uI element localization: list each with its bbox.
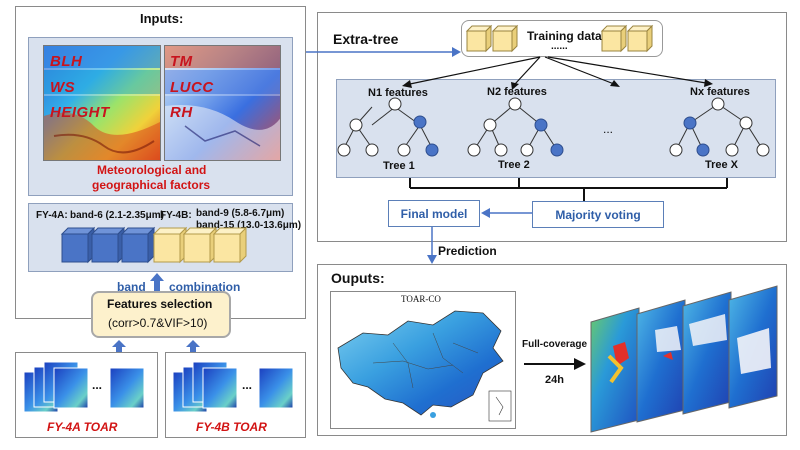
features-selection-title: Features selection	[107, 297, 213, 311]
tree-2	[467, 97, 564, 157]
map-label-tm: TM	[170, 53, 193, 70]
tree-1	[337, 97, 439, 157]
tree-label-1: Tree 1	[383, 160, 415, 172]
map-stack-left	[43, 45, 161, 161]
fy4b-band1: band-9 (5.8-6.7μm)	[196, 208, 285, 219]
outputs-title: Ouputs:	[331, 270, 385, 286]
full-coverage-arrow	[524, 358, 586, 370]
features-selection-box	[91, 291, 231, 338]
extra-tree-title: Extra-tree	[333, 31, 399, 47]
majority-voting-box: Majority voting	[532, 201, 664, 228]
tree-ellipsis: ...	[603, 122, 614, 136]
tree-label-x: Tree X	[705, 159, 739, 171]
map-label-ws: WS	[50, 79, 76, 96]
output-frame-4	[728, 285, 778, 409]
toar-co-map-title: TOAR-CO	[401, 294, 441, 304]
final-model-box: Final model	[388, 200, 480, 227]
fy4a-label: FY-4A:	[36, 210, 68, 221]
tree-label-2: Tree 2	[498, 159, 530, 171]
map-left-image	[44, 46, 160, 160]
band-up-arrow	[150, 273, 164, 292]
fy4b-toar-label: FY-4B TOAR	[196, 420, 267, 434]
combination-label: combination	[169, 280, 241, 294]
feature-label-n2: N2 features	[487, 86, 547, 98]
training-data-label: Training data	[527, 29, 602, 43]
map-right-image	[165, 46, 280, 160]
factors-caption-line1: Meteorological and	[97, 163, 207, 177]
training-data-dots: ......	[551, 41, 568, 52]
cube-blue-3	[120, 226, 156, 264]
cube-yellow-1	[152, 226, 188, 264]
fy4b-band2: band-15 (13.0-13.6μm)	[196, 220, 302, 231]
prediction-label: Prediction	[438, 244, 497, 258]
tree-x	[669, 97, 770, 157]
map-stack-right	[164, 45, 281, 161]
cube-yellow-3	[212, 226, 248, 264]
china-map	[337, 310, 512, 422]
fy4b-label: FY-4B:	[160, 210, 192, 221]
map-label-rh: RH	[170, 104, 193, 121]
fy4b-image-stack	[172, 361, 294, 413]
hours-label: 24h	[545, 374, 564, 386]
fy4a-ellipsis: ...	[92, 378, 103, 392]
fy4b-up-arrow	[186, 340, 200, 354]
feature-label-nx: Nx features	[690, 86, 750, 98]
features-selection-rule: (corr>0.7&VIF>10)	[108, 316, 208, 330]
output-frame-2	[636, 299, 686, 423]
fy4a-toar-label: FY-4A TOAR	[47, 420, 118, 434]
band-label: band	[117, 280, 146, 294]
fy4a-up-arrow	[112, 340, 126, 354]
map-label-height: HEIGHT	[50, 104, 110, 121]
training-cubes-right	[600, 24, 654, 53]
fy4b-ellipsis: ...	[242, 378, 253, 392]
training-cubes-left	[465, 24, 519, 53]
factors-caption-line2: geographical factors	[92, 178, 211, 192]
map-label-lucc: LUCC	[170, 79, 214, 96]
inputs-title: Inputs:	[140, 11, 184, 26]
output-frame-1	[590, 307, 640, 433]
feature-label-n1: N1 features	[368, 87, 428, 99]
map-label-blh: BLH	[50, 53, 83, 70]
output-frame-3	[682, 291, 732, 415]
forest-panel	[336, 79, 776, 178]
band-cubes	[60, 226, 248, 264]
fy4a-band: band-6 (2.1-2.35μm)	[70, 210, 164, 221]
output-image-stack	[590, 285, 778, 433]
full-coverage-label: Full-coverage	[522, 339, 588, 350]
fy4a-image-stack	[23, 361, 145, 413]
